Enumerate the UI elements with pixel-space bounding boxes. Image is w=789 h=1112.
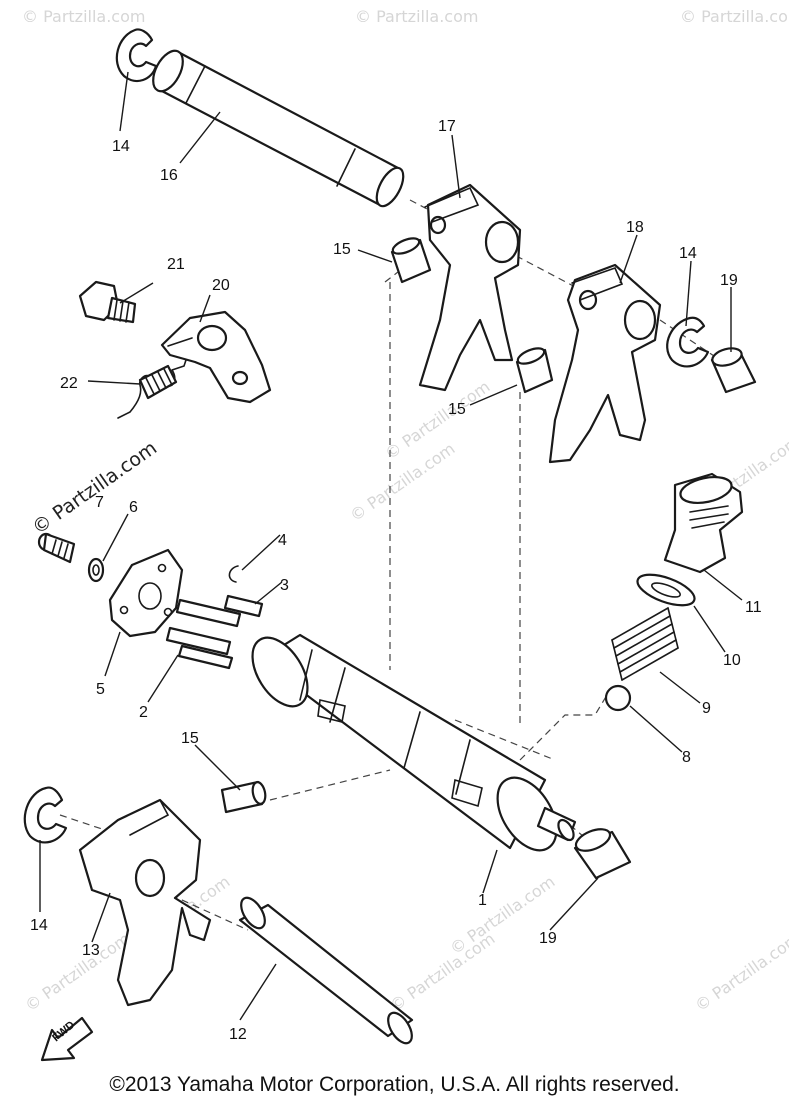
guide-pin-15-lower (220, 780, 267, 814)
callout-7: 7 (95, 494, 104, 511)
circlip-right (666, 316, 710, 368)
plug-bolt-11 (663, 472, 744, 574)
watermark-tile: © Partzilla.com (355, 7, 478, 26)
callout-9: 9 (702, 700, 711, 717)
spring-9 (611, 607, 679, 681)
segment-plate-5 (108, 548, 184, 638)
callout-10: 10 (723, 652, 741, 669)
circlip-lower (23, 786, 68, 844)
callout-17: 17 (438, 118, 456, 135)
callout-numbers: 14 16 17 15 21 20 22 18 14 19 15 7 6 4 3… (30, 118, 762, 1043)
spring-22 (117, 359, 187, 419)
washer-10 (636, 573, 696, 607)
callout-16: 16 (160, 167, 178, 184)
callout-1: 1 (478, 892, 487, 909)
bushing-19-lower (573, 828, 632, 880)
callout-14: 14 (112, 138, 130, 155)
shift-fork-17 (418, 183, 522, 392)
clip-4 (228, 565, 239, 583)
pin-3 (223, 594, 264, 618)
watermark-tile: © Partzilla.com (680, 7, 789, 26)
pins-2 (165, 598, 242, 670)
callout-14: 14 (679, 245, 697, 262)
screw-7 (37, 532, 76, 564)
watermark-tile: © Partzilla.com (691, 929, 789, 1015)
stopper-lever-20 (160, 310, 272, 404)
callout-3: 3 (280, 577, 289, 594)
callout-19: 19 (720, 272, 738, 289)
callout-leaders (39, 71, 743, 1021)
callout-15: 15 (333, 241, 351, 258)
callout-4: 4 (278, 532, 287, 549)
callout-15: 15 (181, 730, 199, 747)
copyright-notice: ©2013 Yamaha Motor Corporation, U.S.A. A… (109, 1073, 680, 1096)
callout-20: 20 (212, 277, 230, 294)
callout-8: 8 (682, 749, 691, 766)
callout-14: 14 (30, 917, 48, 934)
callout-22: 22 (60, 375, 78, 392)
callout-2: 2 (139, 704, 148, 721)
detent-ball-8 (604, 684, 632, 712)
callout-19: 19 (539, 930, 557, 947)
callout-6: 6 (129, 499, 138, 516)
guide-pin-15-middle (515, 347, 554, 394)
callout-13: 13 (82, 942, 100, 959)
callout-15: 15 (448, 401, 466, 418)
callout-21: 21 (167, 256, 185, 273)
circlip-upper (115, 28, 158, 83)
bushing-19-upper (710, 347, 757, 394)
lock-washer-6 (87, 557, 105, 583)
watermark-tile: © Partzilla.com (386, 929, 498, 1015)
watermark-tile: © Partzilla.com (22, 7, 145, 26)
callout-18: 18 (626, 219, 644, 236)
callout-12: 12 (229, 1026, 247, 1043)
callout-5: 5 (96, 681, 105, 698)
guide-pin-15-upper (390, 237, 432, 284)
bolt-21 (78, 280, 137, 324)
callout-11: 11 (745, 599, 762, 616)
watermark-tile: © Partzilla.com (21, 929, 133, 1015)
shift-fork-shaft-upper (152, 49, 405, 208)
shift-drum-1 (251, 633, 577, 852)
forward-direction-marker: FWD (40, 1016, 94, 1062)
watermark-main: © Partzilla.com (28, 437, 161, 539)
shift-fork-13 (78, 798, 212, 1007)
shift-fork-shaft-lower (238, 896, 414, 1045)
shift-fork-18 (548, 263, 662, 464)
